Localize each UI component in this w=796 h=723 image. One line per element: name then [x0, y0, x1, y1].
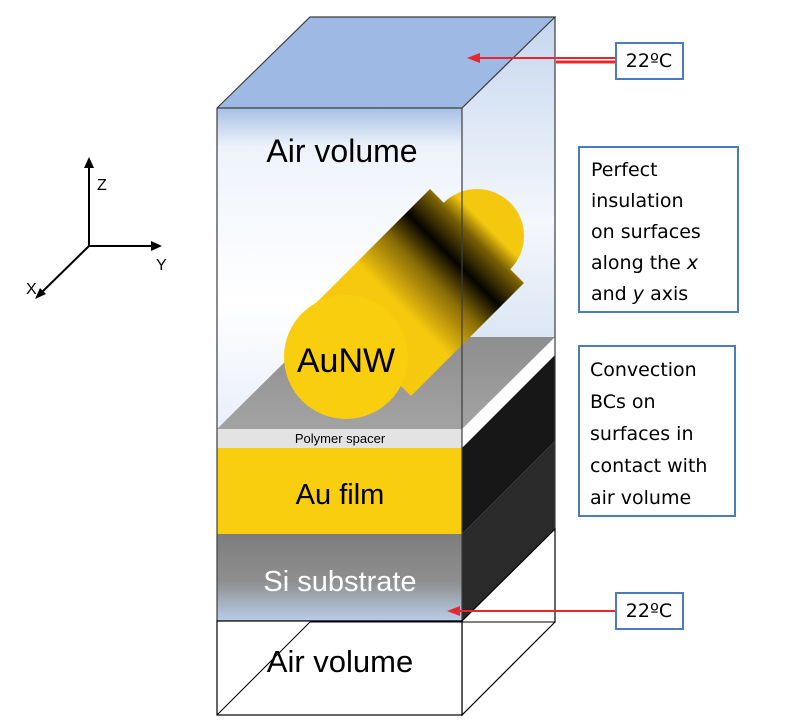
insulation-line-5: and	[591, 283, 633, 305]
air-volume-top-label: Air volume	[266, 133, 417, 169]
y-axis-label: Y	[156, 257, 167, 274]
air-volume-top-face	[217, 17, 555, 108]
axis-arrowheads	[35, 157, 162, 299]
insulation-line-3: on surfaces	[591, 221, 701, 243]
insulation-line-5-axis: y	[632, 283, 645, 305]
insulation-line-5-tail: axis	[644, 283, 688, 305]
svg-text:insulation: insulation	[591, 190, 684, 212]
polymer-spacer-layer	[217, 429, 462, 448]
convection-line-4: contact with	[590, 455, 707, 477]
z-axis-label: Z	[97, 177, 107, 194]
coordinate-axes	[38, 163, 156, 296]
top-temperature-arrow	[467, 53, 616, 64]
si-substrate-right-face	[462, 441, 555, 621]
insulation-note-box	[578, 146, 739, 313]
insulation-line-2: insulation	[591, 190, 684, 212]
svg-text:and y axis: and y axis	[591, 283, 688, 305]
convection-note-text: Convection BCs on surfaces in contact wi…	[590, 359, 707, 509]
top-temperature-box	[615, 42, 684, 80]
bottom-temperature-box	[615, 592, 684, 630]
insulation-line-4: along the	[591, 252, 687, 274]
insulation-note-text: Perfect insulation on surfaces along the…	[591, 159, 701, 305]
gold-nanowire	[284, 189, 524, 419]
nanowire-label: AuNW	[297, 342, 395, 380]
top-temperature-value: 22ºC	[626, 50, 672, 72]
svg-text:along the x: along the x	[591, 252, 699, 274]
au-film-right-face	[462, 355, 555, 534]
svg-text:Perfect: Perfect	[591, 159, 658, 181]
x-axis-label: X	[26, 281, 37, 298]
air-volume-bottom-label: Air volume	[267, 644, 413, 679]
convection-note-box	[578, 345, 736, 517]
au-film-layer	[217, 448, 462, 534]
bottom-air-volume	[216, 527, 556, 717]
polymer-spacer-label: Polymer spacer	[295, 431, 386, 446]
svg-text:on surfaces: on surfaces	[591, 221, 701, 243]
bottom-temperature-value: 22ºC	[626, 600, 672, 622]
si-substrate-label: Si substrate	[263, 566, 416, 598]
bottom-temperature-arrow	[447, 606, 616, 616]
au-film-label: Au film	[296, 479, 385, 511]
convection-line-3: surfaces in	[590, 423, 693, 445]
insulation-line-4-axis: x	[686, 252, 699, 274]
convection-line-2: BCs on	[590, 391, 656, 413]
convection-line-5: air volume	[590, 487, 691, 509]
convection-line-1: Convection	[590, 359, 697, 381]
insulation-line-1: Perfect	[591, 159, 658, 181]
si-substrate-layer	[217, 534, 462, 621]
